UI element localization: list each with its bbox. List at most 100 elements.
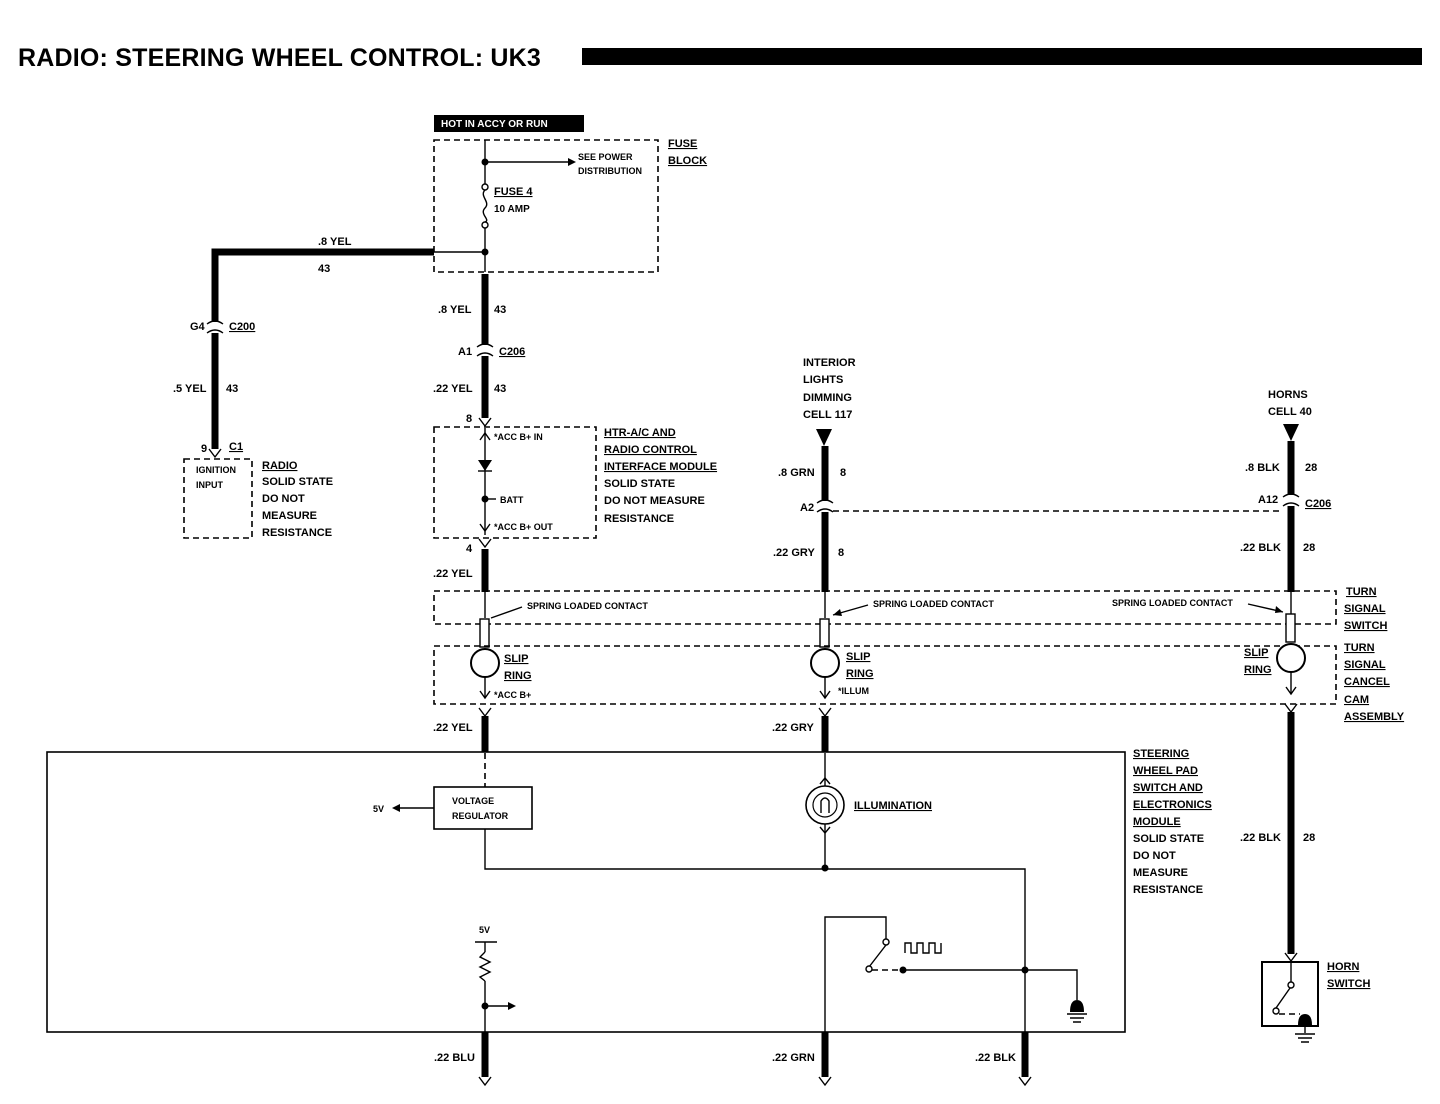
cancel-cam-box	[433, 645, 1337, 705]
fuse-block-box	[433, 139, 659, 273]
center-yel-circuit: 43	[494, 304, 506, 316]
steering-label-5: MODULE	[1133, 816, 1181, 828]
gry-below-slip-size: .22 GRY	[772, 722, 814, 734]
illumination-filament	[820, 797, 830, 813]
illum-junction-dot	[821, 864, 829, 872]
radio-label-3: DO NOT	[262, 493, 305, 505]
gry-size: .22 GRY	[773, 547, 815, 559]
htr-label-2: RADIO CONTROL	[604, 444, 697, 456]
steering-label-4: ELECTRONICS	[1133, 799, 1212, 811]
grn-circuit: 8	[840, 467, 846, 479]
blk2-size: .22 BLK	[1240, 542, 1281, 554]
see-power-arrowhead	[568, 158, 576, 166]
c206-right-connector-icon	[1282, 493, 1300, 507]
spring-contact-left-label: SPRING LOADED CONTACT	[527, 601, 648, 611]
steering-label-6: SOLID STATE	[1133, 833, 1204, 845]
five-v-supply: 5V	[479, 925, 490, 935]
radio-label-5: RESISTANCE	[262, 527, 332, 539]
radio-feed-circuit: 43	[318, 263, 330, 275]
g4-label: G4	[190, 321, 206, 333]
regulator-ground-wire	[484, 829, 1026, 1032]
c206-center-label: C206	[499, 346, 525, 358]
center-yel2-circuit: 43	[494, 383, 506, 395]
htr-acc-out: *ACC B+ OUT	[494, 522, 553, 532]
slip-ring-left-2: RING	[504, 670, 532, 682]
module-ground-icon	[1070, 1000, 1084, 1012]
gry-below-slip-connector	[818, 707, 832, 718]
ignition-input-2: INPUT	[196, 480, 224, 490]
fuse-rating: 10 AMP	[494, 204, 530, 215]
switch-loop-wire	[824, 916, 887, 1032]
horn-switch-blade	[1275, 987, 1291, 1009]
module-ground-lines	[1067, 1013, 1087, 1023]
voltage-regulator-box	[433, 786, 533, 830]
steering-label-8: MEASURE	[1133, 867, 1188, 879]
c206-right-label: C206	[1305, 498, 1331, 510]
steering-label-2: WHEEL PAD	[1133, 765, 1198, 777]
pullup-out-arrowhead	[508, 1002, 516, 1010]
blk2-circuit: 28	[1303, 542, 1315, 554]
htr-label-5: DO NOT MEASURE	[604, 495, 705, 507]
regulator-label-2: REGULATOR	[452, 811, 509, 821]
cancel-cam-5: ASSEMBLY	[1344, 711, 1405, 723]
cancel-cam-1: TURN	[1344, 642, 1375, 654]
radio-box	[183, 458, 253, 539]
title-bar	[582, 48, 1422, 65]
radio-feed-size: .8 YEL	[318, 236, 352, 248]
interior-lights-arrow	[816, 429, 832, 446]
steering-label-9: RESISTANCE	[1133, 884, 1203, 896]
slip-ring-right-1: SLIP	[1244, 647, 1268, 659]
steering-module-box	[46, 751, 1126, 1033]
slip-ring-left-1: SLIP	[504, 653, 528, 665]
radio-label-1: RADIO	[262, 460, 298, 472]
spring-contact-right-label: SPRING LOADED CONTACT	[1112, 598, 1233, 608]
fuse-top-terminal	[481, 183, 489, 191]
blk-output-end	[1018, 1076, 1032, 1087]
pulse-train-icon	[904, 942, 942, 954]
spring-contact-right	[1285, 613, 1296, 643]
blk3-connector	[1284, 703, 1298, 714]
pullup-resistor-icon	[478, 951, 492, 982]
spring-contact-center	[819, 618, 830, 648]
regulator-label-1: VOLTAGE	[452, 796, 494, 806]
radio-label-2: SOLID STATE	[262, 476, 333, 488]
blk3-circuit: 28	[1303, 832, 1315, 844]
yel-below-slip-size: .22 YEL	[433, 722, 473, 734]
htr-label-6: RESISTANCE	[604, 513, 674, 525]
horn-switch-1: HORN	[1327, 961, 1359, 973]
htr-label-3: INTERFACE MODULE	[604, 461, 717, 473]
htr-acc-in: *ACC B+ IN	[494, 432, 543, 442]
yel-below-slip-connector	[478, 707, 492, 718]
htr-pin-in-connector	[478, 417, 492, 428]
grn-output-size: .22 GRN	[772, 1052, 815, 1064]
htr-label-4: SOLID STATE	[604, 478, 675, 490]
center-yel-size: .8 YEL	[438, 304, 472, 316]
illumination-lamp-inner	[812, 792, 838, 818]
slip-ring-right-2: RING	[1244, 664, 1272, 676]
horn-switch-bottom-contact	[1272, 1007, 1280, 1015]
htr-pin-in: 8	[466, 413, 472, 425]
switch-bottom-contact	[865, 965, 873, 973]
htr-pin-out: 4	[466, 543, 473, 555]
htr-diode-icon	[478, 460, 492, 471]
see-power-text-2: DISTRIBUTION	[578, 166, 642, 176]
radio-wire-circuit: 43	[226, 383, 238, 395]
spring-contact-left	[479, 618, 490, 648]
interior-lights-4: CELL 117	[803, 409, 852, 421]
cancel-cam-4: CAM	[1344, 694, 1369, 706]
horn-switch-top-contact	[1287, 981, 1295, 989]
turn-signal-3: SWITCH	[1344, 620, 1387, 632]
turn-signal-1: TURN	[1346, 586, 1377, 598]
illumination-lamp-icon	[805, 785, 845, 825]
fuse-name: FUSE 4	[494, 186, 533, 198]
steering-label-3: SWITCH AND	[1133, 782, 1203, 794]
blu-output-end	[478, 1076, 492, 1087]
radio-connector-label: C1	[229, 441, 243, 453]
illum-arrow-top	[819, 776, 831, 785]
a12-label: A12	[1258, 494, 1278, 506]
radio-label-4: MEASURE	[262, 510, 317, 522]
horn-ground-lines	[1295, 1033, 1315, 1043]
ignition-input-1: IGNITION	[196, 465, 236, 475]
steering-label-1: STEERING	[1133, 748, 1189, 760]
